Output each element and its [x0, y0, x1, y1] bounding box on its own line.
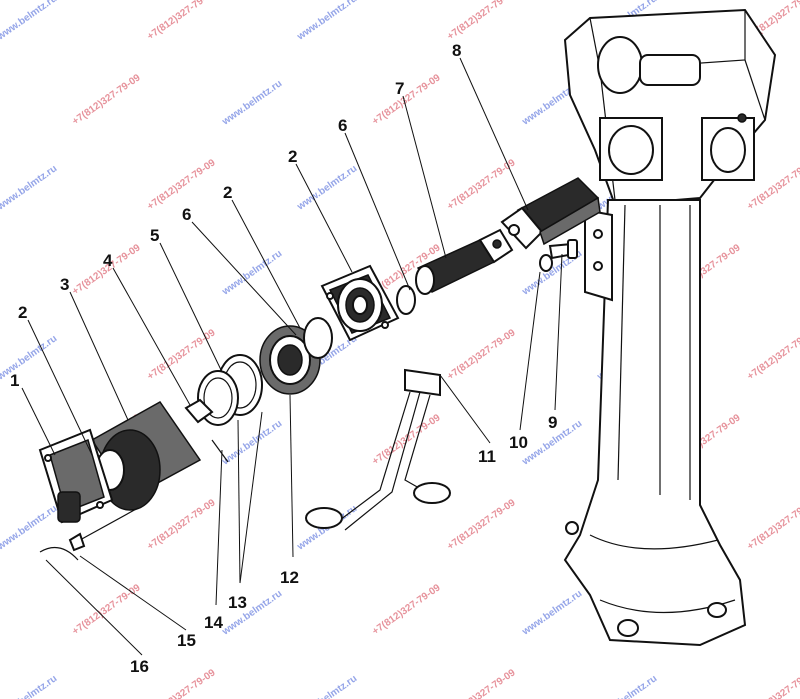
pipe-part [305, 368, 451, 531]
callout-10: 10 [509, 433, 528, 452]
watermark-text: www.belmtz.ru [0, 673, 59, 699]
callout-4: 4 [103, 251, 113, 270]
watermark-text: www.belmtz.ru [295, 163, 360, 213]
watermark-text: www.belmtz.ru [295, 673, 360, 699]
ring-upper [396, 285, 416, 315]
watermark-text: www.belmtz.ru [520, 588, 585, 638]
watermark-text: +7(812)327-79-09 [370, 72, 442, 127]
callout-labels: 1 2 3 4 5 6 2 6 2 7 8 9 10 11 12 13 14 1… [10, 41, 557, 676]
callout-16: 16 [130, 657, 149, 676]
cylinder-part [90, 401, 202, 511]
callout-3: 3 [60, 275, 69, 294]
callout-14: 14 [204, 613, 223, 632]
callout-6b: 6 [338, 116, 347, 135]
callout-2a: 2 [18, 303, 27, 322]
bolt-15-part [68, 507, 139, 552]
watermark-text: +7(812)327-79-09 [445, 157, 517, 212]
washer-part [539, 254, 553, 272]
callout-1: 1 [10, 371, 19, 390]
watermark-text: www.belmtz.ru [0, 503, 59, 553]
callout-12: 12 [280, 568, 299, 587]
callout-5: 5 [150, 226, 159, 245]
callout-6a: 6 [182, 205, 191, 224]
callout-15: 15 [177, 631, 196, 650]
watermark-text: +7(812)327-79-09 [145, 0, 217, 42]
watermark-text: www.belmtz.ru [0, 333, 59, 383]
watermark-text: +7(812)327-79-09 [445, 327, 517, 382]
watermark-text: www.belmtz.ru [0, 0, 59, 43]
watermark-text: www.belmtz.ru [0, 163, 59, 213]
watermark-text: www.belmtz.ru [220, 248, 285, 298]
watermark-text: +7(812)327-79-09 [370, 582, 442, 637]
watermark-text: +7(812)327-79-09 [745, 327, 800, 382]
watermark-text: www.belmtz.ru [295, 0, 360, 43]
nut-part [184, 398, 214, 424]
bearing-part [259, 317, 333, 395]
pin-14-part [211, 439, 229, 463]
watermark-text: +7(812)327-79-09 [145, 667, 217, 699]
callout-9: 9 [548, 413, 557, 432]
pin-16-part [39, 546, 79, 561]
callout-2b: 2 [223, 183, 232, 202]
rack-part [500, 177, 601, 250]
watermark-text: +7(812)327-79-09 [70, 582, 142, 637]
callout-7: 7 [395, 79, 404, 98]
shaft-part [415, 228, 514, 295]
bearing-housing-upper [320, 264, 400, 342]
housing-column [563, 8, 777, 647]
watermark-text: +7(812)327-79-09 [70, 72, 142, 127]
watermark-text: +7(812)327-79-09 [445, 667, 517, 699]
watermark-text: +7(812)327-79-09 [745, 497, 800, 552]
watermark-text: +7(812)327-79-09 [445, 0, 517, 42]
callout-13: 13 [228, 593, 247, 612]
callout-11: 11 [478, 447, 496, 466]
watermark-text: +7(812)327-79-09 [445, 497, 517, 552]
watermark-text: +7(812)327-79-09 [745, 667, 800, 699]
watermark-text: www.belmtz.ru [220, 78, 285, 128]
watermark-text: www.belmtz.ru [595, 673, 660, 699]
bolt-part [548, 239, 578, 260]
end-cover-part [38, 428, 114, 524]
watermark-text: www.belmtz.ru [220, 418, 285, 468]
callout-2c: 2 [288, 147, 297, 166]
callout-8: 8 [452, 41, 461, 60]
leader-lines [21, 57, 563, 656]
watermark-text: +7(812)327-79-09 [145, 497, 217, 552]
